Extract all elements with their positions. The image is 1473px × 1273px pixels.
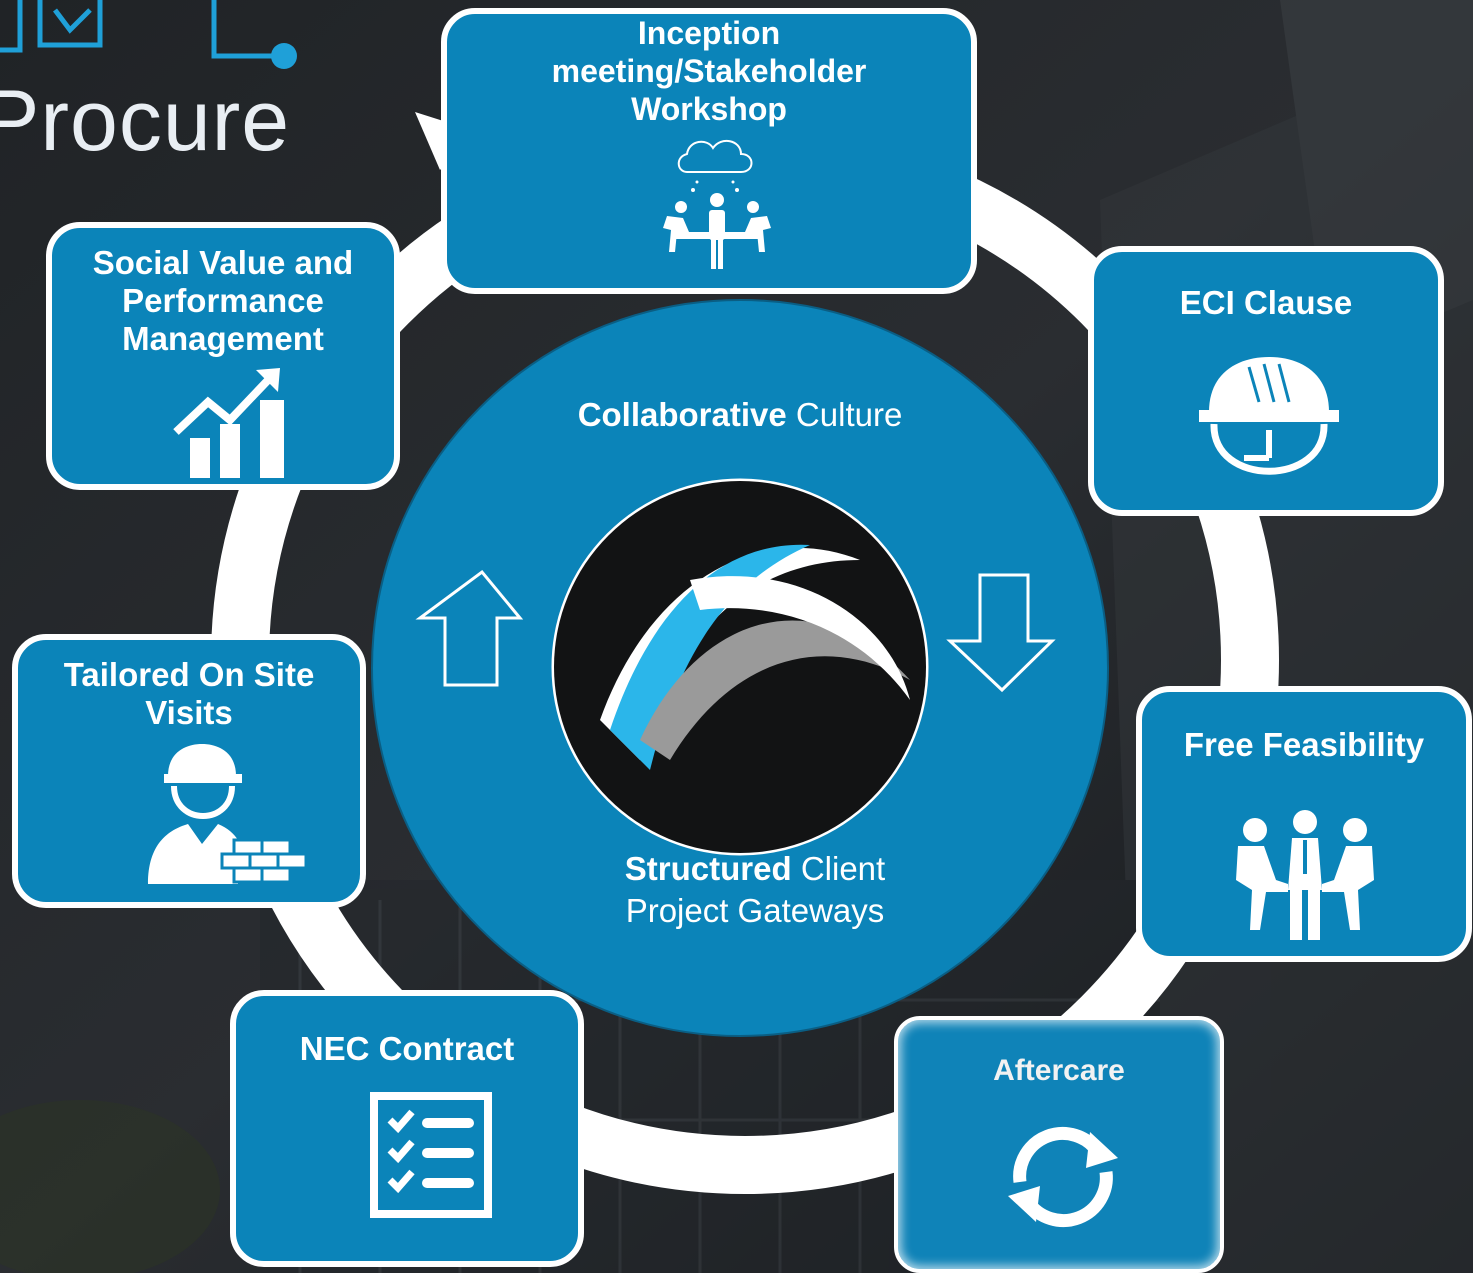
builder-bricks-icon xyxy=(148,744,308,884)
team-meeting-icon xyxy=(1236,810,1374,940)
center-top-bold: Collaborative xyxy=(577,396,787,433)
stage-label: Social Value and Performance Management xyxy=(92,244,354,357)
stage-social-value[interactable]: Social Value and Performance Management xyxy=(46,222,400,490)
company-logo xyxy=(554,481,926,853)
stage-label: Inception meeting/Stakeholder Workshop xyxy=(551,15,867,127)
center-bottom-bold: Structured xyxy=(624,850,792,887)
stage-label: ECI Clause xyxy=(1179,284,1353,321)
checklist-icon xyxy=(370,1092,492,1218)
up-arrow-icon xyxy=(415,569,524,687)
brand-logo-mark xyxy=(0,0,278,59)
stage-label: Tailored On Site Visits xyxy=(63,656,315,731)
stage-nec-contract[interactable]: NEC Contract xyxy=(230,990,584,1267)
brand-word: Procure xyxy=(0,73,291,169)
stage-label: NEC Contract xyxy=(299,1030,515,1067)
stage-label: Aftercare xyxy=(993,1054,1125,1087)
growth-chart-icon xyxy=(173,368,284,478)
hard-hat-clock-icon xyxy=(1199,357,1339,475)
stage-eci-clause[interactable]: ECI Clause xyxy=(1088,246,1444,516)
stage-aftercare[interactable]: Aftercare xyxy=(894,1016,1224,1273)
center-top-text: Collaborative Culture xyxy=(520,394,960,436)
center-top-rest: Culture xyxy=(795,396,903,433)
center-bottom-text: Structured Client Project Gateways xyxy=(540,848,970,932)
stage-free-feasibility[interactable]: Free Feasibility xyxy=(1136,686,1472,962)
brand-dot xyxy=(271,43,297,69)
down-arrow-icon xyxy=(946,573,1056,693)
center-bottom-rest: Client xyxy=(800,850,886,887)
refresh-cycle-icon xyxy=(1008,1127,1118,1227)
stage-tailored-site-visits[interactable]: Tailored On Site Visits xyxy=(12,634,366,908)
meeting-icon xyxy=(663,139,771,269)
stage-inception[interactable]: Inception meeting/Stakeholder Workshop xyxy=(441,8,977,294)
stage-label: Free Feasibility xyxy=(1183,726,1425,763)
center-bottom-line2: Project Gateways xyxy=(625,892,885,929)
